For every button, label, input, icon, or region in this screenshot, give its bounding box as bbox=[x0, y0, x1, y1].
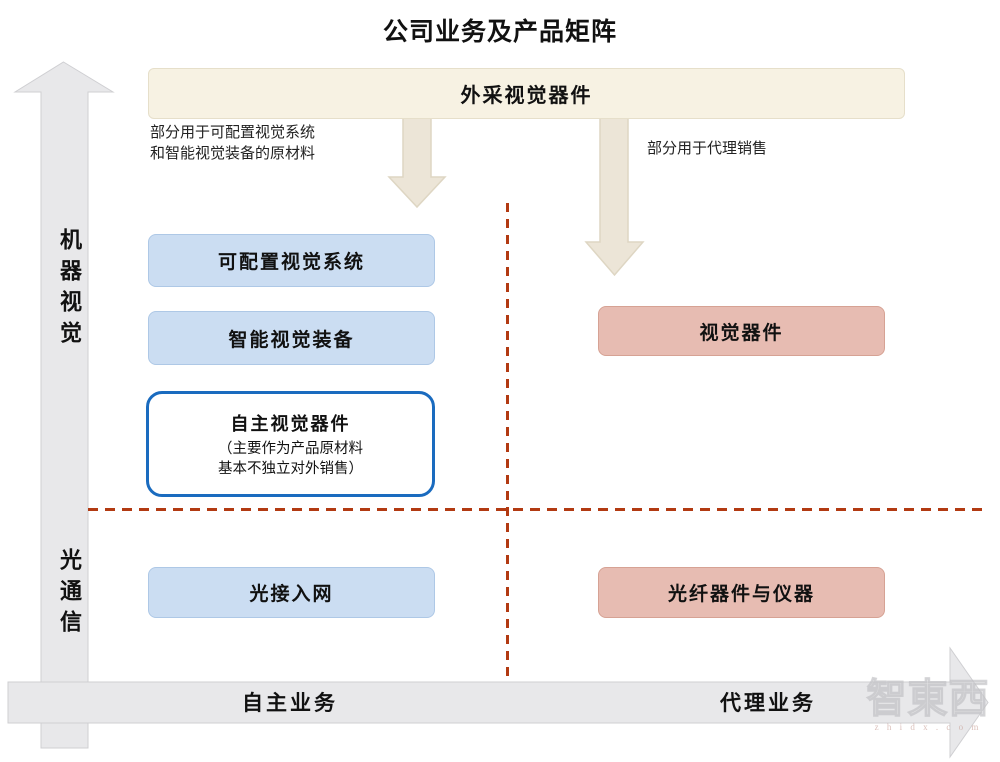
y-axis-arrow bbox=[13, 61, 115, 749]
box-self-developed-vision-components: 自主视觉器件 （主要作为产品原材料 基本不独立对外销售） bbox=[146, 391, 435, 497]
x-axis-label-own-business: 自主业务 bbox=[242, 691, 338, 715]
self-vision-title: 自主视觉器件 bbox=[230, 413, 351, 434]
banner-external-vision-components: 外采视觉器件 bbox=[148, 68, 905, 119]
banner-label: 外采视觉器件 bbox=[460, 85, 593, 107]
supply-arrow-left-down bbox=[387, 116, 447, 209]
box-vision-components: 视觉器件 bbox=[598, 306, 885, 356]
y-axis-label-machine-vision: 机器视觉 bbox=[57, 228, 82, 352]
self-vision-subtitle: （主要作为产品原材料 基本不独立对外销售） bbox=[218, 440, 363, 477]
x-axis-label-agency-business: 代理业务 bbox=[720, 691, 816, 715]
box-fiber-components-instruments: 光纤器件与仪器 bbox=[598, 567, 885, 618]
supply-arrow-right-down bbox=[584, 116, 645, 277]
annotation-right-agency-sales: 部分用于代理销售 bbox=[647, 141, 768, 157]
box-optical-access-network: 光接入网 bbox=[148, 567, 435, 618]
box-configurable-vision-systems: 可配置视觉系统 bbox=[148, 234, 435, 287]
x-axis-arrow bbox=[7, 646, 989, 759]
annotation-left-raw-material: 部分用于可配置视觉系统 和智能视觉装备的原材料 bbox=[150, 125, 316, 162]
page-title: 公司业务及产品矩阵 bbox=[382, 19, 617, 46]
box-intelligent-vision-equipment: 智能视觉装备 bbox=[148, 311, 435, 365]
y-axis-label-optical-communication: 光通信 bbox=[57, 548, 82, 641]
